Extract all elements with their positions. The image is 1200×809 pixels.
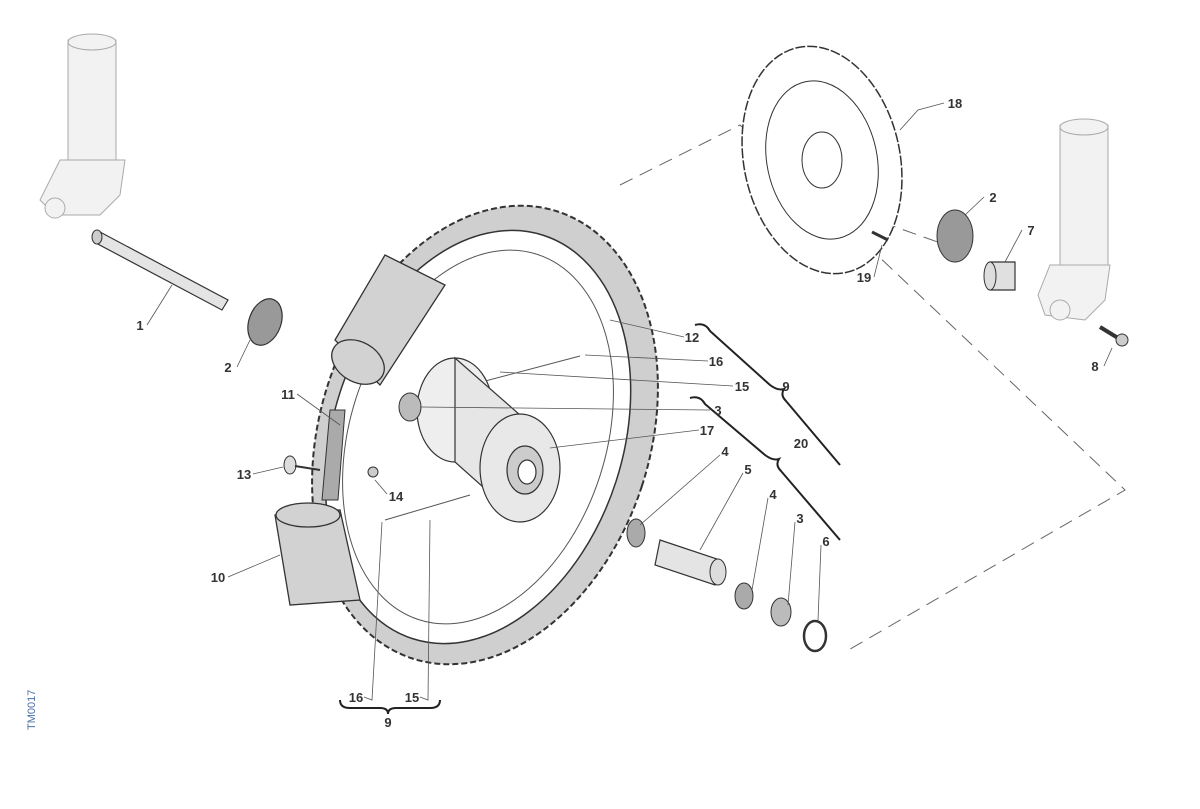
hub [416, 356, 561, 523]
bearing-left [398, 392, 422, 422]
callout-13: 13 [237, 467, 251, 482]
callout-18: 18 [948, 96, 962, 111]
spacer-washer-2 [734, 582, 754, 610]
spacer-bush [983, 261, 1016, 291]
callout-8: 8 [1091, 359, 1098, 374]
callout-17: 17 [700, 423, 714, 438]
callout-14: 14 [389, 489, 404, 504]
pinch-bolt [1098, 325, 1129, 347]
callout-9: 9 [782, 379, 789, 394]
callout-3: 3 [714, 403, 721, 418]
spacer-tube [654, 539, 727, 586]
callout-15: 15 [405, 690, 419, 705]
left-fork-leg [39, 33, 126, 219]
brake-disc [741, 45, 903, 275]
rim-tape [321, 409, 346, 501]
seal-right [936, 209, 974, 263]
callout-2: 2 [224, 360, 231, 375]
leader-lines [146, 102, 1113, 701]
callout-5: 5 [744, 462, 751, 477]
bearing-right [770, 597, 792, 627]
valve [283, 455, 321, 475]
callout-1: 1 [136, 318, 143, 333]
callout-3: 3 [796, 511, 803, 526]
callout-4: 4 [769, 487, 777, 502]
inner-tube [274, 254, 446, 606]
callout-16: 16 [709, 354, 723, 369]
callout-10: 10 [211, 570, 225, 585]
spacer-washer-1 [626, 518, 646, 548]
valve-nut [367, 466, 379, 478]
right-fork-leg [1037, 118, 1111, 321]
callout-2: 2 [989, 190, 996, 205]
callout-7: 7 [1027, 223, 1034, 238]
callout-11: 11 [281, 387, 295, 402]
callout-12: 12 [685, 330, 699, 345]
circlip [802, 619, 828, 653]
callout-labels: 1 2 11 13 14 10 16 15 9 12 16 15 9 3 17 … [136, 96, 1098, 730]
callout-9: 9 [384, 715, 391, 730]
callout-20: 20 [794, 436, 808, 451]
callout-16: 16 [349, 690, 363, 705]
disc-bolt [871, 230, 889, 242]
callout-6: 6 [822, 534, 829, 549]
drawing-code: TM0017 [26, 690, 38, 730]
group-braces [339, 323, 841, 715]
seal-left [247, 298, 283, 346]
spokes [384, 355, 581, 521]
callout-19: 19 [857, 270, 871, 285]
axle [91, 229, 229, 311]
callout-4: 4 [721, 444, 729, 459]
callout-15: 15 [735, 379, 749, 394]
